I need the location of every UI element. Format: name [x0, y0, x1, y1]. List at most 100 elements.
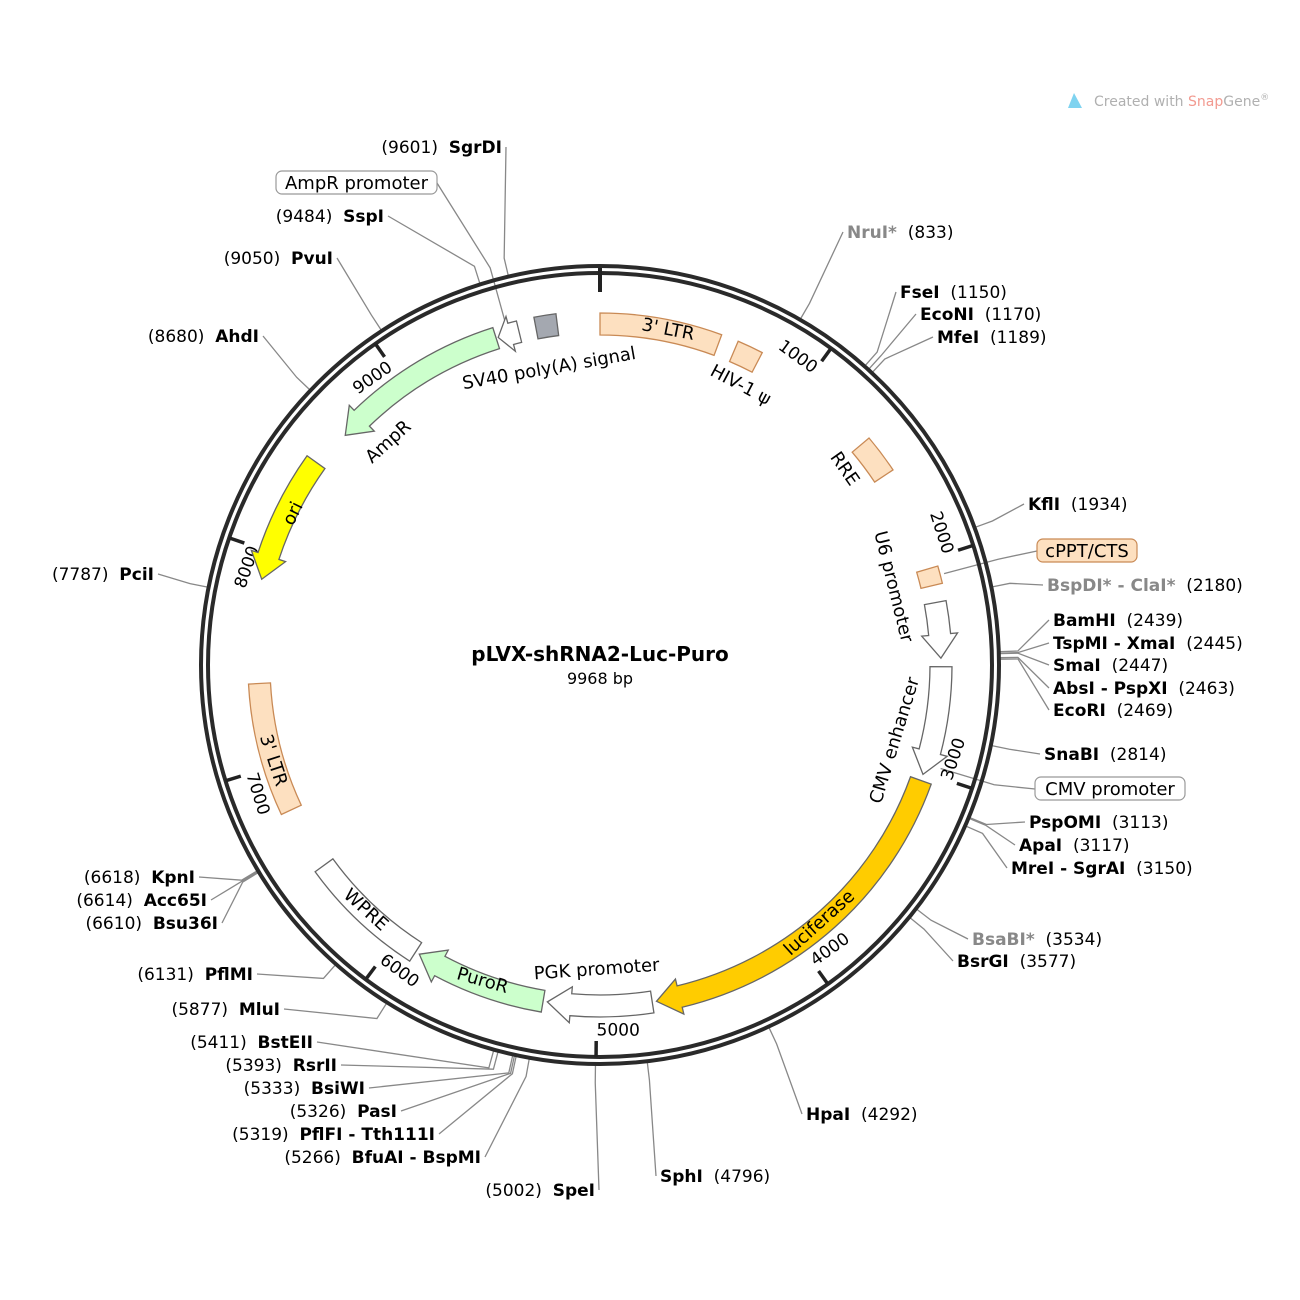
site-econi[interactable]: EcoNI (1170) — [920, 305, 1041, 325]
leader-line — [768, 1027, 803, 1115]
site-bamhi[interactable]: BamHI (2439) — [1053, 611, 1183, 631]
callout-ampr-promoter[interactable]: AmpR promoter — [275, 170, 438, 195]
site-spei[interactable]: (5002) SpeI — [485, 1181, 595, 1201]
feature-label-hiv-psi[interactable]: HIV-1 ψ — [707, 360, 775, 409]
site-position: (8680) — [148, 327, 205, 347]
site-mrei-sgrai[interactable]: MreI - SgrAI (3150) — [1011, 859, 1193, 879]
site-bsrgi[interactable]: BsrGI (3577) — [957, 952, 1076, 972]
site-bsteii[interactable]: (5411) BstEII — [190, 1033, 313, 1053]
callout-cmv-promoter[interactable]: CMV promoter — [1034, 776, 1186, 801]
site-bsabi[interactable]: BsaBI* (3534) — [972, 930, 1102, 950]
feature-cppt-cts[interactable] — [915, 565, 944, 590]
leader-line — [646, 1062, 657, 1177]
leader-line — [992, 582, 1044, 588]
site-pasi[interactable]: (5326) PasI — [290, 1102, 397, 1122]
tick-label: 1000 — [774, 336, 821, 378]
leader-line — [484, 1058, 530, 1158]
leader-line — [864, 291, 897, 367]
site-bspdi-clai[interactable]: BspDI* - ClaI* (2180) — [1047, 576, 1243, 596]
feature-label-pgk-promoter[interactable]: PGK promoter — [533, 955, 661, 985]
site-tspmi-xmai[interactable]: TspMI - XmaI (2445) — [1053, 634, 1243, 654]
site-name: SphI — [660, 1167, 703, 1187]
site-rsrii[interactable]: (5393) RsrII — [225, 1056, 337, 1076]
leader-line — [210, 871, 258, 901]
snapgene-logo-icon — [1068, 93, 1082, 108]
site-mlui[interactable]: (5877) MluI — [171, 1000, 280, 1020]
site-name: BsiWI — [311, 1079, 365, 1099]
tick-mark — [820, 347, 833, 363]
site-position: (9050) — [224, 249, 281, 269]
leader-line — [336, 257, 382, 331]
site-bfuai-bspmi[interactable]: (5266) BfuAI - BspMI — [284, 1148, 481, 1168]
leader-line — [965, 825, 1008, 869]
tick-mark — [957, 543, 974, 552]
site-ahdi[interactable]: (8680) AhdI — [148, 327, 259, 347]
feature-u6-promoter[interactable] — [920, 599, 959, 660]
site-apai[interactable]: ApaI (3117) — [1019, 836, 1129, 856]
site-sspi[interactable]: (9484) SspI — [276, 207, 384, 227]
site-sphi[interactable]: SphI (4796) — [660, 1167, 770, 1187]
leader-line — [999, 652, 1050, 666]
site-name: EcoNI — [920, 305, 974, 325]
leader-line — [916, 908, 969, 940]
tick-mark — [956, 781, 973, 791]
feature-rre[interactable] — [851, 437, 894, 483]
site-pspomi[interactable]: PspOMI (3113) — [1029, 813, 1169, 833]
site-position: (9601) — [381, 138, 438, 158]
site-absi-pspxi[interactable]: AbsI - PspXI (2463) — [1053, 679, 1235, 699]
leader-line — [999, 656, 1050, 689]
leader-line — [438, 1055, 517, 1135]
site-position: (5319) — [232, 1125, 289, 1145]
callout-cppt-cts[interactable]: cPPT/CTS — [1036, 538, 1138, 563]
feature-wpre[interactable] — [314, 857, 423, 963]
feature-cmv-enhancer[interactable] — [911, 666, 953, 776]
site-pvui[interactable]: (9050) PvuI — [224, 249, 333, 269]
site-smai[interactable]: SmaI (2447) — [1053, 656, 1168, 676]
feature-luciferase[interactable] — [655, 775, 933, 1016]
feature-3-ltr[interactable] — [247, 682, 303, 816]
feature-3-ltr[interactable] — [599, 312, 723, 357]
site-sgrdi[interactable]: (9601) SgrDI — [381, 138, 502, 158]
site-bsu36i[interactable]: (6610) Bsu36I — [85, 914, 218, 934]
site-position: (6614) — [76, 891, 133, 911]
feature-label-u6-promoter[interactable]: U6 promoter — [869, 529, 917, 645]
tick-label: 6000 — [376, 950, 423, 992]
site-acc65i[interactable]: (6614) Acc65I — [76, 891, 207, 911]
leader-line — [503, 146, 509, 276]
site-kfli[interactable]: KflI (1934) — [1028, 495, 1127, 515]
leader-line — [436, 182, 506, 323]
site-position: (6131) — [137, 965, 194, 985]
site-name: PflFI - Tth111I — [299, 1125, 435, 1145]
site-ecori[interactable]: EcoRI (2469) — [1053, 701, 1173, 721]
site-position: (2445) — [1186, 634, 1243, 654]
feature-ampr[interactable] — [344, 326, 501, 437]
site-position: (5266) — [284, 1148, 341, 1168]
site-pflmi[interactable]: (6131) PflMI — [137, 965, 253, 985]
site-name: AhdI — [215, 327, 259, 347]
site-nrui[interactable]: NruI* (833) — [847, 223, 953, 243]
site-name: PspOMI — [1029, 813, 1101, 833]
site-position: (5877) — [171, 1000, 228, 1020]
feature-hiv-1[interactable] — [728, 340, 764, 374]
site-name: ApaI — [1019, 836, 1062, 856]
site-snabi[interactable]: SnaBI (2814) — [1044, 745, 1166, 765]
site-hpai[interactable]: HpaI (4292) — [806, 1105, 918, 1125]
site-name: FseI — [900, 283, 940, 303]
feature-ori[interactable] — [250, 454, 326, 581]
site-name: AbsI - PspXI — [1053, 679, 1168, 699]
site-pflfi-tth111i[interactable]: (5319) PflFI - Tth111I — [232, 1125, 435, 1145]
site-bsiwi[interactable]: (5333) BsiWI — [244, 1079, 365, 1099]
site-name: SmaI — [1053, 656, 1101, 676]
site-position: (3113) — [1112, 813, 1169, 833]
site-position: (3117) — [1073, 836, 1130, 856]
site-mfei[interactable]: MfeI (1189) — [937, 328, 1047, 348]
svg-text:Created with SnapGene®: Created with SnapGene® — [1094, 93, 1269, 110]
site-position: (2469) — [1117, 701, 1174, 721]
feature-pgk-promoter[interactable] — [546, 985, 655, 1025]
site-fsei[interactable]: FseI (1150) — [900, 283, 1007, 303]
site-pcii[interactable]: (7787) PciI — [52, 565, 154, 585]
feature-puror[interactable] — [418, 949, 546, 1013]
feature-sv40-poly-a-signal[interactable] — [533, 313, 560, 340]
feature-ampr-promoter[interactable] — [497, 314, 523, 353]
site-kpni[interactable]: (6618) KpnI — [84, 868, 195, 888]
